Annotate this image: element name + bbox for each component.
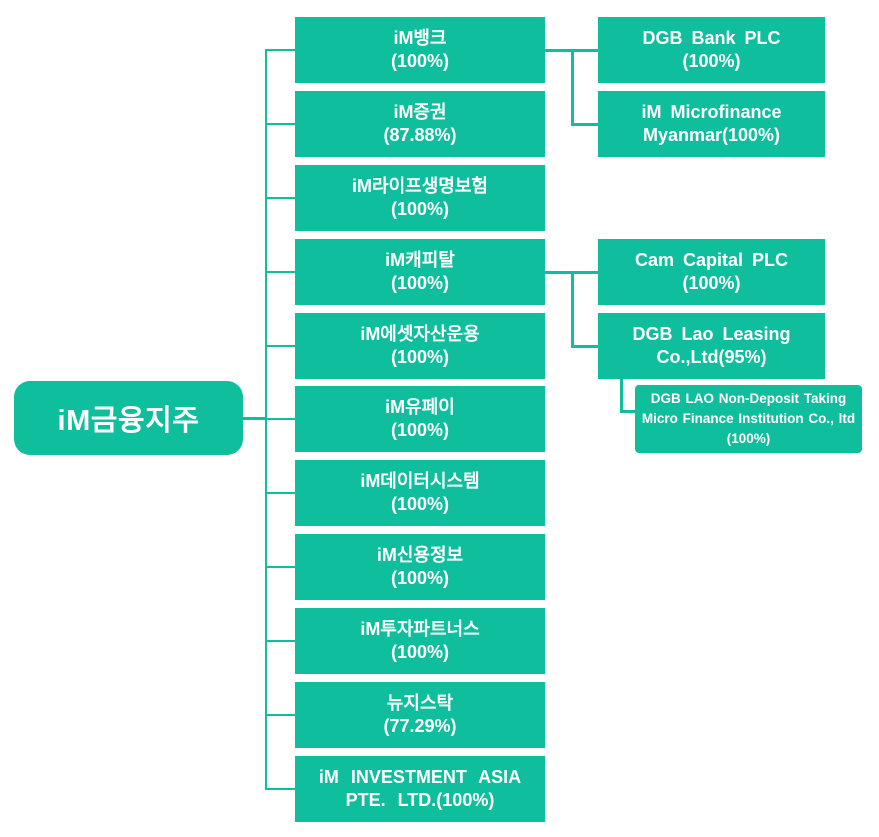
connector-lao-h (620, 410, 636, 413)
node-im-investment-partners: iM투자파트너스 (100%) (295, 608, 545, 674)
node-label: iM신용정보 (376, 545, 464, 565)
connector-root-h (243, 417, 267, 420)
node-im-investment-asia: iM INVESTMENT ASIA PTE. LTD.(100%) (295, 756, 545, 822)
node-cam-capital-plc: Cam Capital PLC (100%) (598, 239, 825, 305)
node-label: iM라이프생명보험 (352, 176, 488, 196)
connector-stub-5 (265, 345, 295, 347)
node-im-financial-group: iM금융지주 (14, 381, 243, 455)
node-im-asset-management: iM에셋자산운용 (100%) (295, 313, 545, 379)
node-im-upay: iM유페이 (100%) (295, 386, 545, 452)
node-label: DGB LAO Non-Deposit Taking (650, 391, 847, 406)
node-share: (100%) (390, 642, 450, 662)
node-share: Co.,Ltd(95%) (656, 347, 767, 367)
node-label: 뉴지스탁 (386, 693, 454, 713)
connector-stub-9 (265, 640, 295, 642)
connector-stub-7 (265, 492, 295, 494)
connector-stub-10 (265, 714, 295, 716)
connector-stub-8 (265, 566, 295, 568)
node-share: Myanmar(100%) (642, 125, 781, 145)
connector-stub-2 (265, 123, 295, 125)
node-label: iM투자파트너스 (360, 619, 480, 639)
node-label: Cam Capital PLC (634, 250, 789, 270)
node-label: DGB Bank PLC (642, 28, 781, 48)
connector-lao-v (620, 379, 623, 413)
node-share: (100%) (390, 494, 450, 514)
node-im-credit-information: iM신용정보 (100%) (295, 534, 545, 600)
node-share: (100%) (390, 347, 450, 367)
node-label: iM캐피탈 (385, 250, 455, 270)
node-im-microfinance-myanmar: iM Microfinance Myanmar(100%) (598, 91, 825, 157)
node-dgb-bank-plc: DGB Bank PLC (100%) (598, 17, 825, 83)
node-label: DGB Lao Leasing (632, 324, 791, 344)
connector-stub-3 (265, 197, 295, 199)
node-share: (100%) (682, 51, 741, 71)
node-label: iM INVESTMENT ASIA (318, 767, 522, 787)
node-share: (77.29%) (383, 716, 457, 736)
connector-capital-v (571, 271, 574, 348)
node-newsystock: 뉴지스탁 (77.29%) (295, 682, 545, 748)
node-im-life-insurance: iM라이프생명보험 (100%) (295, 165, 545, 231)
node-share: (100%) (390, 568, 450, 588)
node-im-data-system: iM데이터시스템 (100%) (295, 460, 545, 526)
connector-stub-1 (265, 49, 295, 51)
node-label: iM유페이 (385, 397, 455, 417)
node-dgb-lao-non-deposit: DGB LAO Non-Deposit Taking Micro Finance… (635, 385, 862, 453)
node-share: (100%) (682, 273, 741, 293)
node-label: iM데이터시스템 (360, 471, 480, 491)
connector-stub-4 (265, 271, 295, 273)
node-im-bank: iM뱅크 (100%) (295, 17, 545, 83)
node-share: (87.88%) (383, 125, 457, 145)
connector-stub-6 (265, 418, 295, 420)
node-label-2: Micro Finance Institution Co., ltd (641, 411, 856, 426)
node-dgb-lao-leasing: DGB Lao Leasing Co.,Ltd(95%) (598, 313, 825, 379)
node-share: PTE. LTD.(100%) (345, 790, 495, 810)
node-share: (100%) (390, 51, 450, 71)
node-label: iM증권 (393, 102, 447, 122)
connector-stub-11 (265, 788, 295, 790)
connector-capital-h2 (571, 345, 598, 348)
node-label: iM Microfinance (641, 102, 782, 122)
node-share: (100%) (390, 420, 450, 440)
node-im-securities: iM증권 (87.88%) (295, 91, 545, 157)
connector-bank-v (571, 49, 574, 126)
connector-bank-h2 (571, 123, 598, 126)
node-im-capital: iM캐피탈 (100%) (295, 239, 545, 305)
node-label: iM뱅크 (393, 28, 447, 48)
node-share: (100%) (726, 431, 771, 446)
node-share: (100%) (390, 199, 450, 219)
node-label: iM에셋자산운용 (360, 324, 480, 344)
node-label: iM금융지주 (57, 405, 200, 437)
node-share: (100%) (390, 273, 450, 293)
